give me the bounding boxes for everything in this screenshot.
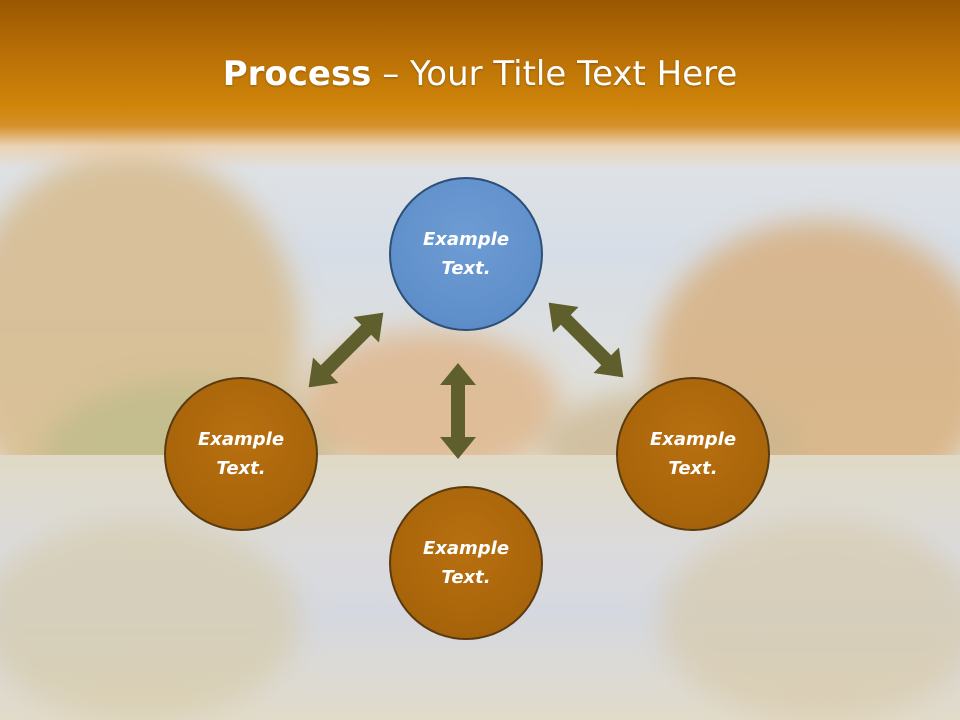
background-reflection-left: [0, 520, 300, 720]
node-right: Example Text.: [616, 377, 770, 531]
node-left: Example Text.: [164, 377, 318, 531]
title-bold: Process: [222, 54, 372, 94]
node-bottom-label: Example Text.: [422, 538, 510, 588]
title-rest: – Your Title Text Here: [371, 54, 738, 94]
node-right-label: Example Text.: [649, 429, 737, 479]
background-reflection-right: [660, 520, 960, 720]
arrow-top-right: [535, 289, 637, 391]
node-top-label: Example Text.: [422, 229, 510, 279]
arrow-top-bottom: [440, 363, 476, 459]
node-top: Example Text.: [389, 177, 543, 331]
title-band: [0, 0, 960, 170]
slide-title: Process – Your Title Text Here: [0, 52, 960, 96]
arrow-top-left: [295, 299, 397, 401]
node-left-label: Example Text.: [197, 429, 285, 479]
node-bottom: Example Text.: [389, 486, 543, 640]
